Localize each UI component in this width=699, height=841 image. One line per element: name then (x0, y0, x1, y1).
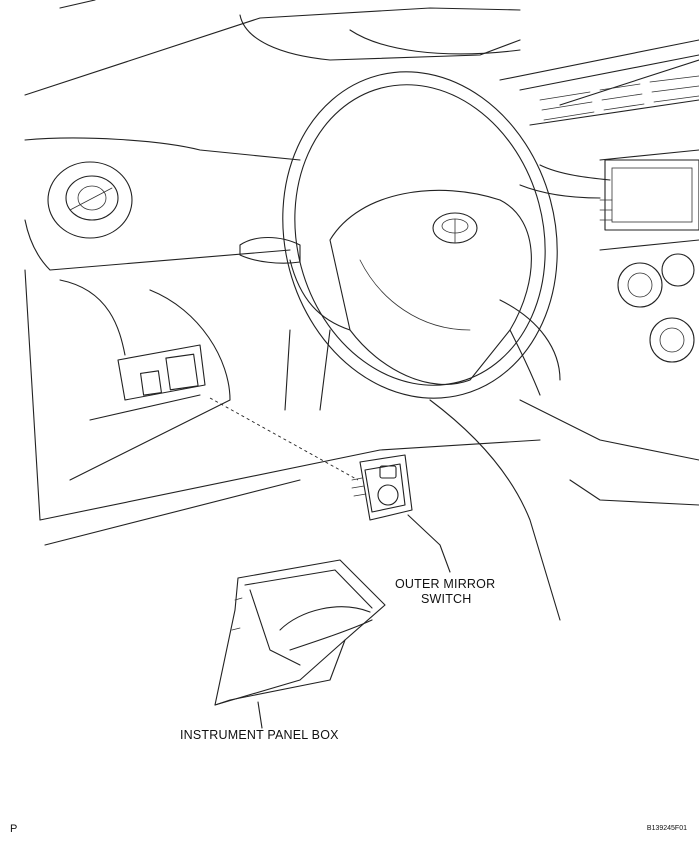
dashboard-outline (24, 0, 699, 621)
wiper-stalk (239, 164, 611, 264)
switch-panel (117, 344, 206, 401)
steering-wheel (282, 71, 558, 411)
outer-mirror-switch (351, 454, 413, 521)
figure-id: B139245F01 (646, 825, 687, 832)
instrument-panel-box (214, 559, 386, 706)
center-console (519, 54, 699, 363)
mounting-leader-line (209, 397, 359, 481)
switch-callout-line (407, 514, 451, 573)
box-callout-line (257, 701, 263, 729)
instrument-panel-box-label: INSTRUMENT PANEL BOX (180, 728, 339, 742)
outer-mirror-switch-label-line1: OUTER MIRROR (395, 577, 496, 591)
outer-mirror-switch-label-line2: SWITCH (421, 592, 472, 606)
toyota-emblem-icon (432, 212, 478, 244)
air-vent (47, 161, 133, 239)
page-marker-left: P (10, 823, 18, 835)
